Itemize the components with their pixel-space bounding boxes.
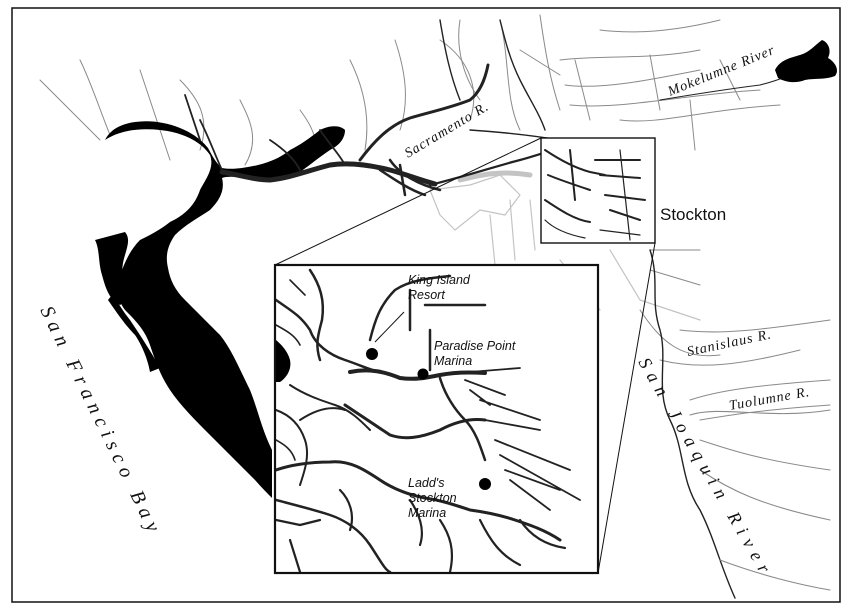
connector-line-top xyxy=(274,137,542,266)
svg-text:Marina: Marina xyxy=(408,506,446,520)
ladds-stockton-marina-marker[interactable] xyxy=(479,478,491,490)
connector-line-bottom xyxy=(597,242,656,574)
stockton-label: Stockton xyxy=(660,205,726,224)
reservoir xyxy=(775,40,838,83)
paradise-point-marina-marker[interactable] xyxy=(417,368,429,380)
svg-text:Marina: Marina xyxy=(434,354,472,368)
san-joaquin-river xyxy=(649,249,736,599)
svg-text:Ladd's: Ladd's xyxy=(408,476,444,490)
site-label-paradise-point: Paradise Point Marina xyxy=(434,339,516,368)
svg-text:Resort: Resort xyxy=(408,288,445,302)
svg-text:King Island: King Island xyxy=(408,273,471,287)
site-label-king-island: King Island Resort xyxy=(408,273,471,302)
sacramento-river xyxy=(358,63,490,162)
site-label-ladds-marina: Ladd's Stockton Marina xyxy=(408,476,457,520)
svg-text:Stockton: Stockton xyxy=(408,491,457,505)
minor-channels xyxy=(39,14,831,471)
locator-channels xyxy=(544,149,646,241)
king-island-pointer xyxy=(374,311,405,343)
san-francisco-bay-water xyxy=(105,121,345,498)
svg-text:Paradise Point: Paradise Point xyxy=(434,339,516,353)
stockton-inset xyxy=(273,263,600,575)
king-island-resort-marker[interactable] xyxy=(366,348,378,360)
stockton-locator-box xyxy=(540,137,656,244)
